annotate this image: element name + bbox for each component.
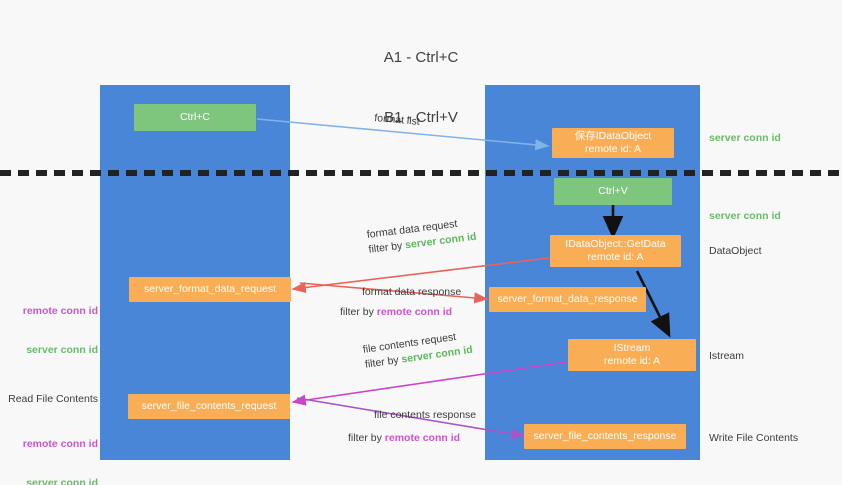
right-label-istream: Istream (709, 350, 745, 362)
node-idataobject-sub: remote id: A (584, 143, 642, 155)
title-line-1: A1 - Ctrl+C (383, 49, 459, 66)
filter-key-remote-conn-id: remote conn id (376, 306, 453, 318)
left-label-remote-conn-id-1: remote conn id (22, 305, 98, 317)
right-label-write-file-contents: Write File Contents (709, 432, 799, 444)
node-server-file-contents-request-label: server_file_contents_request (141, 400, 277, 412)
edge-label-file-contents-response: file contents response filter by remote … (348, 408, 477, 446)
edge-label-file-contents-response-text: file contents response (374, 409, 477, 421)
node-server-format-data-request[interactable]: server_format_data_request (129, 277, 291, 302)
phase-divider (0, 170, 842, 176)
filter-prefix: filter by (348, 432, 385, 444)
node-server-format-data-response-label: server_format_data_response (497, 293, 638, 305)
edge-filter-file-contents-response: filter by remote conn id (348, 431, 476, 446)
edge-label-format-data-request: format data request filter by server con… (366, 215, 477, 258)
filter-prefix: filter by (367, 239, 406, 256)
edge-filter-format-data-response: filter by remote conn id (340, 305, 461, 320)
edge-label-file-contents-request: file contents request filter by server c… (362, 328, 474, 373)
node-server-format-data-request-label: server_format_data_request (144, 283, 276, 295)
node-idataobject-label: 保存IDataObject (574, 130, 652, 142)
node-server-file-contents-response-label: server_file_contents_response (533, 430, 677, 442)
node-ctrl-c-label: Ctrl+C (179, 111, 211, 123)
edge-label-format-data-response-text: format data response (362, 286, 462, 298)
node-ctrl-v[interactable]: Ctrl+V (554, 178, 672, 205)
filter-key-remote-conn-id: remote conn id (384, 432, 461, 444)
edge-label-format-data-response: format data response filter by remote co… (340, 285, 462, 320)
left-label-conn-ids-1: remote conn id server conn id (8, 279, 98, 383)
node-ctrl-c[interactable]: Ctrl+C (134, 104, 256, 131)
filter-prefix: filter by (340, 306, 377, 318)
left-label-conn-ids-2: remote conn id server conn id (8, 412, 98, 485)
right-label-server-conn-id-top: server conn id (709, 132, 781, 144)
node-ctrl-v-label: Ctrl+V (598, 185, 628, 197)
node-istream-label: IStream (613, 342, 651, 354)
node-istream[interactable]: IStream remote id: A (568, 339, 696, 371)
edge-label-format-list-text: format list (373, 111, 421, 128)
left-label-remote-conn-id-2: remote conn id (22, 438, 98, 450)
node-idataobject[interactable]: 保存IDataObject remote id: A (552, 128, 674, 158)
right-label-dataobject: DataObject (709, 245, 762, 257)
node-server-file-contents-response[interactable]: server_file_contents_response (524, 424, 686, 449)
left-label-server-conn-id-2: server conn id (26, 477, 98, 485)
left-label-server-conn-id-1: server conn id (26, 344, 98, 356)
node-idataobject-getdata[interactable]: IDataObject::GetData remote id: A (550, 235, 681, 267)
node-getdata-sub: remote id: A (587, 251, 644, 263)
left-label-read-file-contents: Read File Contents (8, 393, 98, 405)
node-server-format-data-response[interactable]: server_format_data_response (489, 287, 646, 312)
filter-prefix: filter by (364, 353, 403, 371)
node-istream-sub: remote id: A (603, 355, 661, 367)
node-getdata-label: IDataObject::GetData (565, 238, 666, 250)
node-server-file-contents-request[interactable]: server_file_contents_request (128, 394, 290, 419)
right-label-server-conn-id-mid: server conn id (709, 210, 781, 222)
